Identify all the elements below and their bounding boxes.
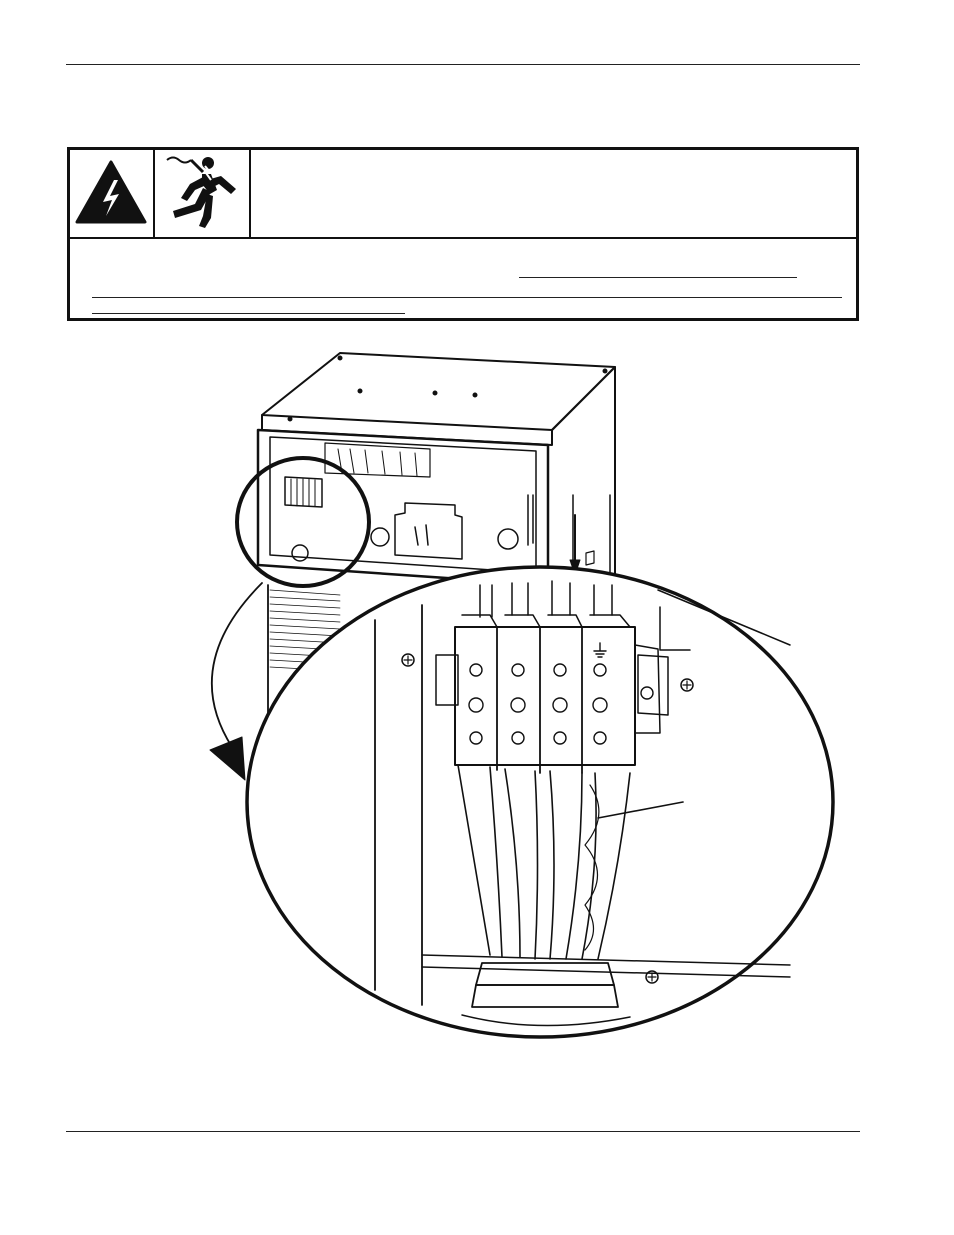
voltage-icon-cell xyxy=(70,150,155,239)
equipment-figure xyxy=(190,345,870,1045)
warning-box xyxy=(67,147,859,321)
shock-icon-cell xyxy=(155,150,251,239)
electric-shock-icon xyxy=(155,150,249,236)
warning-header-row xyxy=(70,150,856,239)
underlined-text-line-1 xyxy=(519,277,797,278)
header-rule xyxy=(66,64,860,65)
high-voltage-triangle-icon xyxy=(70,150,153,236)
footer-rule xyxy=(66,1131,860,1132)
underlined-text-line-2 xyxy=(92,297,842,298)
underlined-text-line-3 xyxy=(92,313,405,314)
